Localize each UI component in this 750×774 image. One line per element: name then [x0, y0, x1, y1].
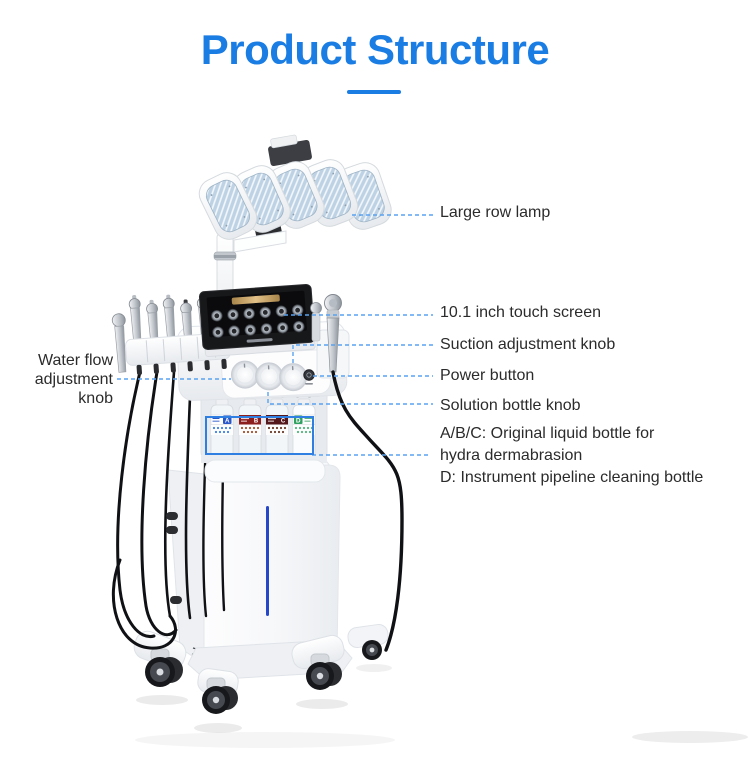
screen-icons	[211, 304, 305, 339]
power-button	[303, 369, 315, 385]
callout-large-row-lamp: Large row lamp	[440, 204, 551, 221]
callout-solution-knob: Solution bottle knob	[440, 397, 581, 414]
callout-bottles-line2: hydra dermabrasion	[440, 447, 583, 464]
title-underline	[347, 90, 401, 94]
svg-text:B: B	[254, 419, 259, 425]
handpiece	[310, 302, 322, 342]
floor-shadows	[135, 664, 748, 748]
bottle-a: A	[210, 398, 234, 459]
knob-water-flow	[230, 360, 259, 389]
bottle-b: B	[238, 398, 262, 459]
screen-brand-mark	[246, 338, 273, 343]
touch-screen	[198, 284, 316, 357]
caster-wheel	[306, 653, 342, 690]
svg-text:C: C	[281, 419, 286, 425]
callout-bottles: A/B/C: Original liquid bottle for hydra …	[440, 423, 703, 489]
casters	[145, 640, 382, 714]
svg-text:A: A	[225, 417, 230, 424]
caster-wheel	[202, 677, 238, 714]
right-handpieces	[310, 294, 404, 652]
large-row-lamp	[193, 134, 396, 245]
callout-bottles-line3: D: Instrument pipeline cleaning bottle	[440, 469, 704, 486]
callout-touch-screen: 10.1 inch touch screen	[440, 304, 601, 321]
cable-connectors	[166, 512, 182, 604]
callout-bottles-line1: A/B/C: Original liquid bottle for	[440, 425, 655, 442]
bottle-c: C	[265, 398, 289, 459]
right-cable	[331, 370, 404, 652]
bottles-highlight-box	[205, 416, 314, 455]
screen-banner	[231, 294, 280, 305]
solution-bottle-bay: A B C D	[200, 385, 328, 483]
knob-solution-bottle	[255, 362, 284, 391]
page-title: Product Structure	[200, 26, 550, 73]
handpiece	[111, 313, 127, 373]
leader-suction-knob	[292, 344, 433, 363]
caster-wheel	[362, 640, 382, 660]
cabinet-blue-stripe	[266, 506, 269, 616]
drawer-front	[204, 459, 326, 483]
callout-power-button: Power button	[440, 367, 535, 384]
svg-text:D: D	[296, 417, 301, 424]
bottle-d: D	[292, 398, 316, 459]
cabinet	[167, 454, 341, 669]
callout-water-flow-knob: Water flow adjustment knob	[34, 352, 113, 407]
leader-lines	[117, 214, 433, 456]
callout-suction-knob: Suction adjustment knob	[440, 336, 616, 353]
leader-solution-knob	[267, 392, 433, 405]
